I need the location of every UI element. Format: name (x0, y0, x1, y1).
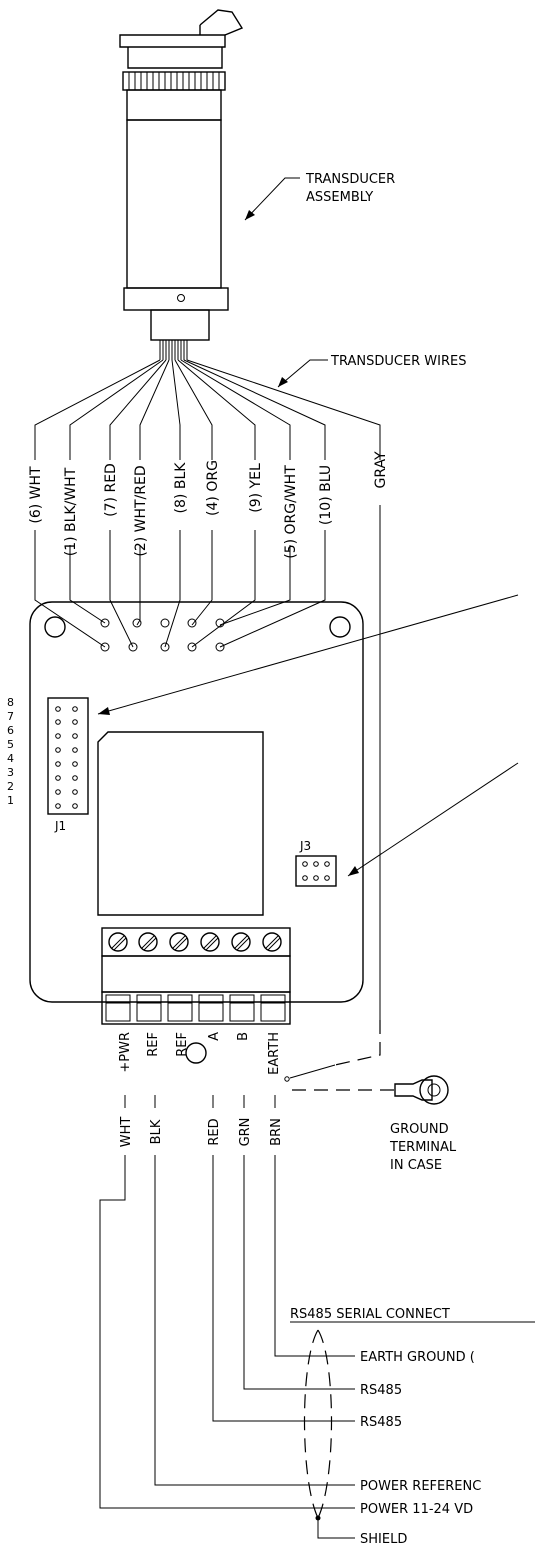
wire-label: (8) BLK (173, 462, 189, 514)
circuit-board: J1 8 7 6 5 4 3 2 1 J3 (7, 601, 364, 1075)
j1-pin-number: 4 (7, 752, 14, 765)
header-callouts (97, 594, 519, 877)
cable-wire-labels: WHT BLK RED GRN BRN (119, 1117, 284, 1148)
wire-label: (10) BLU (318, 465, 334, 525)
earth-connections: GROUND TERMINAL IN CASE (284, 1020, 457, 1173)
j1-label: J1 (54, 819, 66, 833)
j1-pin-number: 8 (7, 696, 14, 709)
main-chip (97, 731, 264, 916)
j1-pin-number: 6 (7, 724, 14, 737)
wire-label: (5) ORG/WHT (283, 465, 299, 559)
wire-drops (34, 505, 381, 1020)
output-cable (99, 1095, 355, 1539)
ground-terminal-label-2: TERMINAL (389, 1140, 457, 1155)
wire-label: (9) YEL (248, 463, 264, 513)
j1-pin-number: 3 (7, 766, 14, 779)
transducer-assembly-callout: TRANSDUCER ASSEMBLY (244, 172, 395, 221)
rs485-label: RS485 (360, 1415, 402, 1430)
j1-pin-number: 2 (7, 780, 14, 793)
cable-wire-label: GRN (238, 1118, 253, 1147)
transducer-input-pins (100, 618, 225, 652)
terminal-block (101, 927, 291, 1025)
shield-label: SHIELD (360, 1532, 407, 1547)
j1-pin-number: 5 (7, 738, 14, 751)
transducer-assembly (119, 9, 244, 360)
cable-wire-label: WHT (119, 1117, 134, 1148)
terminal-label-b: B (236, 1032, 251, 1041)
knurl-lines (128, 72, 220, 90)
j1-pin-numbers: 8 7 6 5 4 3 2 1 (7, 696, 14, 807)
terminal-label-pwr: +PWR (118, 1032, 133, 1073)
j1-pin-number: 1 (7, 794, 14, 807)
earth-ground-label: EARTH GROUND ( (360, 1350, 475, 1365)
rs485-label: RS485 (360, 1383, 402, 1398)
cable-wire-label: RED (207, 1118, 222, 1145)
wire-bundle (159, 340, 188, 360)
transducer-wire-labels: (6) WHT (1) BLK/WHT (7) RED (2) WHT/RED … (28, 451, 389, 559)
transducer-wires-label: TRANSDUCER WIRES (330, 354, 466, 369)
j3-label: J3 (299, 839, 311, 853)
wire-label: (6) WHT (28, 466, 44, 524)
wire-label: (2) WHT/RED (133, 465, 149, 556)
ground-terminal-label-3: IN CASE (390, 1158, 442, 1173)
rs485-header-label: RS485 SERIAL CONNECT (290, 1307, 450, 1322)
rs485-header: RS485 SERIAL CONNECT (290, 1307, 535, 1323)
terminal-label-ref: REF (175, 1032, 190, 1057)
power-reference-label: POWER REFERENC (360, 1479, 481, 1494)
wire-label: (7) RED (103, 463, 119, 517)
j1-header: J1 (47, 697, 89, 833)
fanout-wires (34, 359, 381, 460)
transducer-assembly-label-1: TRANSDUCER (305, 172, 395, 187)
wire-label: (4) ORG (205, 460, 221, 516)
wire-label: GRAY (373, 451, 389, 488)
wire-label: (1) BLK/WHT (63, 467, 79, 556)
transducer-wires-callout: TRANSDUCER WIRES (277, 354, 466, 388)
j1-pin-number: 7 (7, 710, 14, 723)
connection-labels: EARTH GROUND ( RS485 RS485 POWER REFEREN… (360, 1350, 481, 1547)
j3-header: J3 (295, 839, 337, 887)
transducer-assembly-label-2: ASSEMBLY (306, 190, 373, 205)
terminal-label-a: A (207, 1032, 222, 1041)
terminal-label-earth: EARTH (267, 1032, 282, 1075)
terminal-labels: +PWR REF REF A B EARTH (118, 1032, 282, 1075)
power-supply-label: POWER 11-24 VD (360, 1502, 473, 1517)
cable-wire-label: BLK (149, 1119, 164, 1144)
cable-wire-label: BRN (269, 1118, 284, 1146)
terminal-label-ref: REF (146, 1032, 161, 1057)
ground-terminal-label-1: GROUND (390, 1122, 449, 1137)
